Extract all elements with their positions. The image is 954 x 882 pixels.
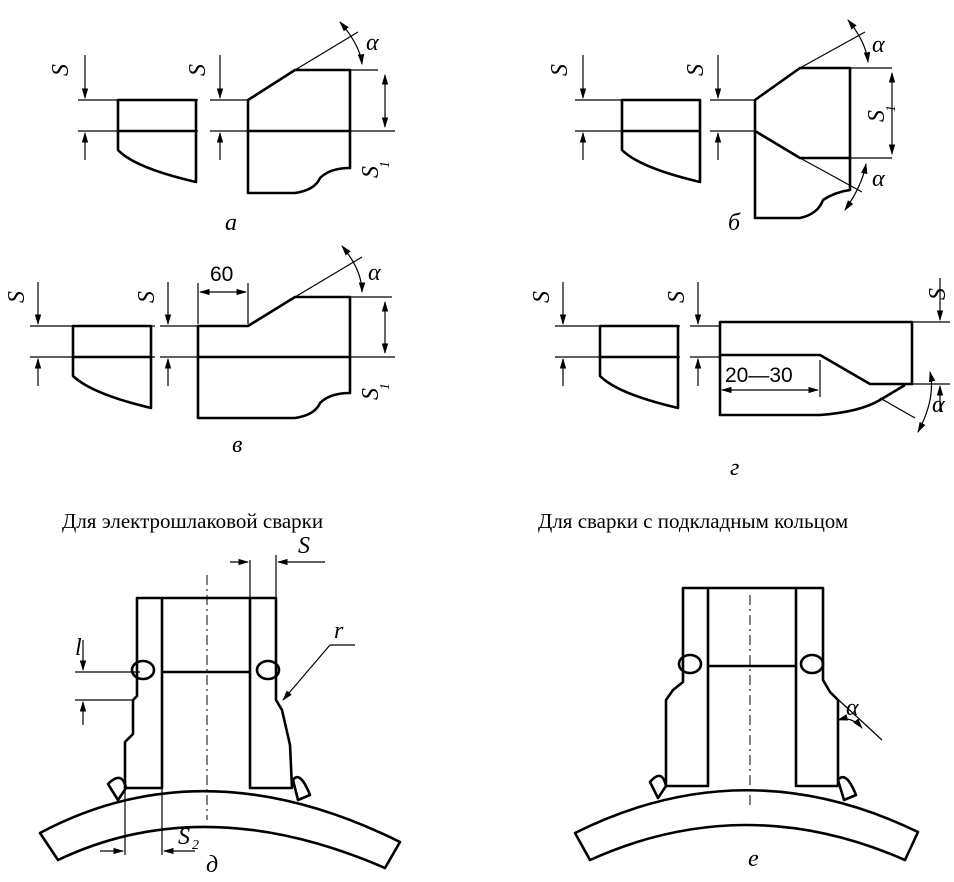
dim-label-s-2: S xyxy=(185,64,211,76)
angle-alpha: α xyxy=(932,392,945,418)
angle-alpha: α xyxy=(846,695,859,721)
dim-label-s: S xyxy=(4,291,30,303)
dim-label-l: l xyxy=(75,635,82,661)
figure-letter-d: д xyxy=(206,852,218,877)
svg-text:1: 1 xyxy=(378,161,393,168)
caption-backing-ring: Для сварки с подкладным кольцом xyxy=(538,509,848,533)
dim-label-s1: S xyxy=(358,388,384,400)
dim-label-s1: S xyxy=(925,288,951,300)
angle-alpha: α xyxy=(368,260,381,286)
svg-text:2: 2 xyxy=(192,838,199,853)
svg-text:1: 1 xyxy=(884,105,899,112)
dim-label-s-2: S xyxy=(683,64,709,76)
figure-letter-v: в xyxy=(232,432,242,458)
figure-e: α е xyxy=(573,586,920,872)
dim-label-s: S xyxy=(298,533,310,559)
angle-alpha: α xyxy=(366,30,379,56)
figure-letter-b: б xyxy=(728,210,741,236)
dim-label-s2: S xyxy=(178,824,190,850)
figure-letter-e: е xyxy=(748,846,759,872)
dim-20-30: 20—30 xyxy=(725,364,793,387)
angle-alpha-bottom: α xyxy=(872,166,885,192)
angle-alpha-top: α xyxy=(872,32,885,58)
dim-label-s: S xyxy=(529,291,555,303)
dim-label-s1: S xyxy=(864,110,890,122)
dim-label-s: S xyxy=(48,64,74,76)
figure-v: S S 60 α S 1 в xyxy=(4,245,395,458)
dim-label-r: r xyxy=(334,618,344,644)
caption-electroslag: Для электрошлаковой сварки xyxy=(62,509,323,533)
dim-label-s-2: S xyxy=(134,291,160,303)
dim-label-s: S xyxy=(547,64,573,76)
figure-letter-a: а xyxy=(225,210,237,236)
dim-60: 60 xyxy=(210,263,233,286)
svg-text:1: 1 xyxy=(378,383,393,390)
figure-g: S S 20—30 S α г xyxy=(529,278,951,481)
dim-label-s-2: S xyxy=(664,291,690,303)
figure-letter-g: г xyxy=(730,455,739,481)
figure-a: S S α S 1 а xyxy=(48,21,395,236)
dim-label-s1: S xyxy=(358,166,384,178)
figure-d: S l r S 2 д xyxy=(38,533,402,878)
figure-b: S S α α S 1 б xyxy=(547,19,899,236)
